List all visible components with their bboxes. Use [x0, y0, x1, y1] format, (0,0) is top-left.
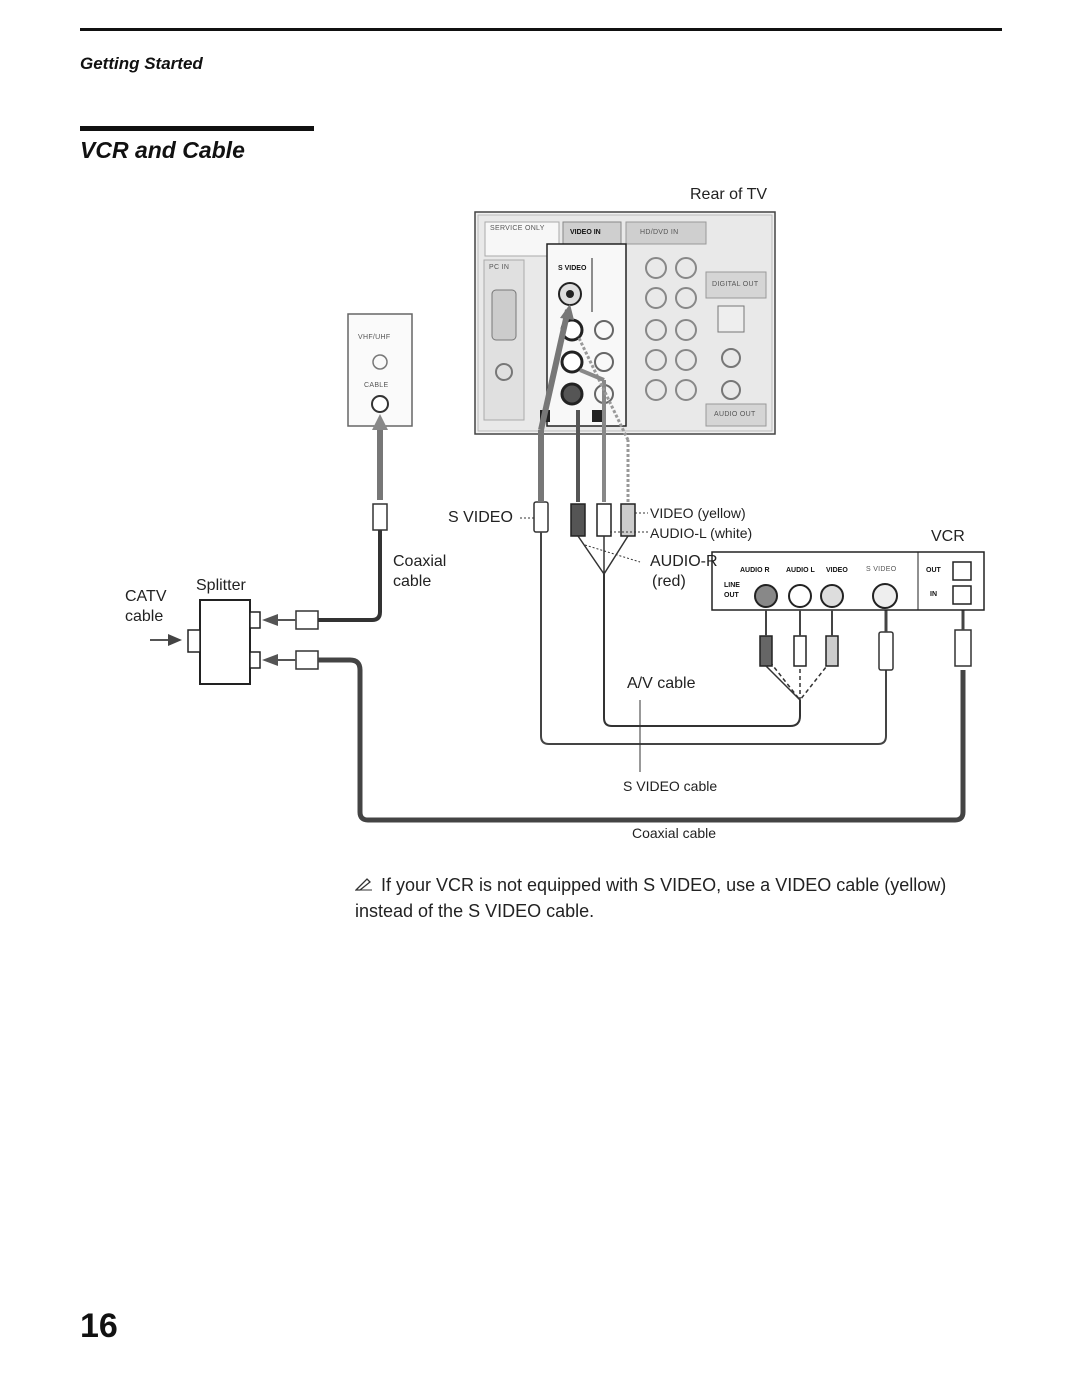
s-video-plug-tv: [533, 501, 549, 533]
coaxial-cable-label: Coaxial cable: [632, 825, 717, 841]
page-title: VCR and Cable: [80, 137, 245, 163]
title-rule: [80, 126, 314, 131]
rear-of-tv-label: Rear of TV: [690, 186, 768, 203]
vcr-label: VCR: [931, 528, 965, 545]
audio-r-label: AUDIO-R: [650, 553, 718, 570]
vcr-in-label: IN: [930, 591, 937, 598]
coax-connector-vcr: [954, 629, 972, 667]
video-in-label: VIDEO IN: [570, 229, 601, 236]
hd-dvd-in-section: [625, 221, 707, 245]
cable-port-label: CABLE: [364, 382, 389, 389]
splitter-label: Splitter: [196, 577, 246, 594]
audio-out-section: [705, 403, 767, 427]
hd-dvd-in-label: HD/DVD IN: [640, 229, 679, 236]
section-title: Getting Started: [80, 54, 203, 73]
page-number: 16: [80, 1307, 118, 1345]
note-text: If your VCR is not equipped with S VIDEO…: [354, 872, 995, 924]
pencil-note-icon: [354, 872, 373, 898]
red-label: (red): [652, 573, 686, 590]
digital-out-label: DIGITAL OUT: [712, 281, 759, 288]
vcr-audio-r-label: AUDIO R: [740, 567, 770, 574]
catv-cable-label: cable: [125, 608, 164, 625]
s-video-port-label: S VIDEO: [558, 265, 587, 272]
audio-l-jack: [560, 350, 584, 374]
s-video-label: S VIDEO: [448, 509, 513, 526]
catv-label: CATV: [125, 588, 167, 605]
splitter: [199, 599, 251, 685]
note-body: If your VCR is not equipped with S VIDEO…: [355, 875, 947, 921]
header-rule: [80, 28, 1002, 31]
vhf-uhf-label: VHF/UHF: [358, 334, 391, 341]
line-label: LINE: [724, 582, 740, 589]
audio-out-label: AUDIO OUT: [714, 411, 756, 418]
vcr-out-label: OUT: [926, 567, 941, 574]
vcr-panel: [711, 551, 985, 611]
av-cable-label: A/V cable: [627, 675, 696, 692]
service-only-label: SERVICE ONLY: [490, 225, 545, 232]
vcr-s-video-label: S VIDEO: [866, 566, 897, 573]
pc-in-label: PC IN: [489, 264, 510, 271]
s-video-cable-label: S VIDEO cable: [623, 778, 718, 794]
line-out-label: OUT: [724, 592, 739, 599]
video-plug: [620, 503, 636, 537]
digital-out-section: [705, 271, 767, 299]
coax-connector-wall: [372, 503, 388, 531]
vcr-video-label: VIDEO: [826, 567, 848, 574]
audio-l-plug: [596, 503, 612, 537]
coaxial-label: Coaxial: [393, 553, 447, 570]
audio-r-plug: [570, 503, 586, 537]
coaxial-cable-word: cable: [393, 573, 432, 590]
video-yellow-label: VIDEO (yellow): [650, 505, 746, 521]
audio-r-jack: [560, 382, 584, 406]
s-video-plug-vcr: [878, 631, 894, 671]
vcr-audio-l-label: AUDIO L: [786, 567, 815, 574]
cable-jack: [371, 395, 389, 413]
audio-l-label: AUDIO-L (white): [650, 525, 753, 541]
